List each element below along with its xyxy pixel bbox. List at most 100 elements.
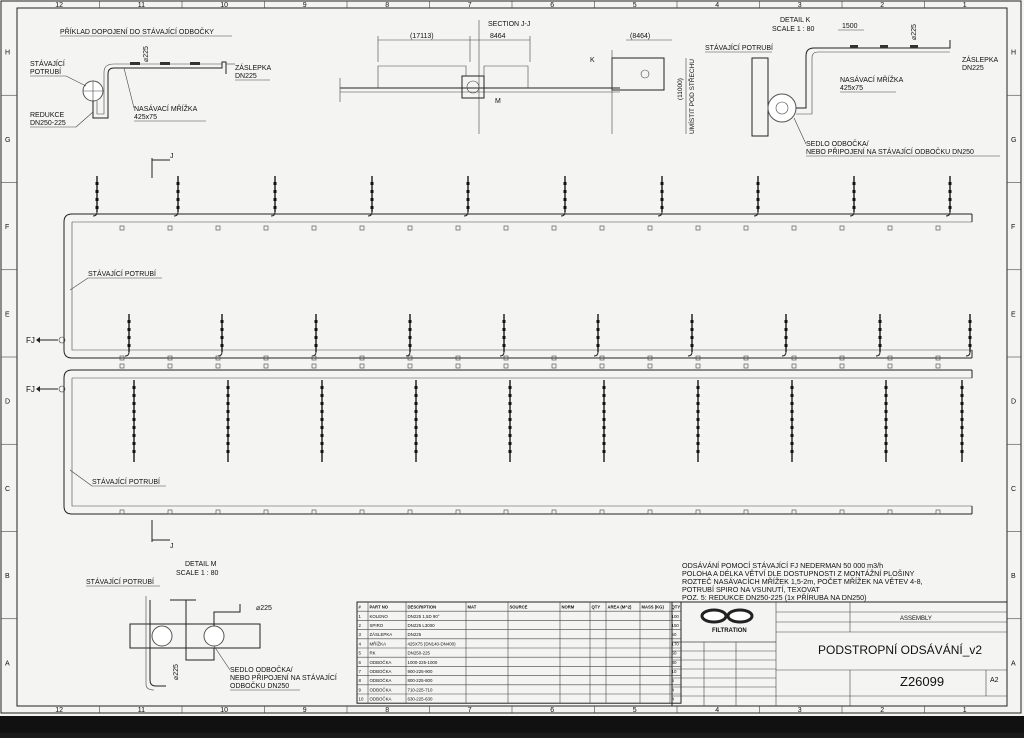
bom-cell: 100 [672, 614, 680, 619]
border-col-label: 4 [715, 2, 719, 9]
border-col-label: 10 [220, 2, 228, 9]
bom-cell: 6 [359, 660, 362, 665]
bom-header-cell: SOURCE [510, 605, 528, 610]
note-line: ODSÁVÁNÍ POMOCÍ STÁVAJÍCÍ FJ NEDERMAN 50… [682, 561, 883, 570]
bom-header-cell: AREA (M^2) [608, 605, 633, 610]
detail-k-cap-l1: ZÁSLEPKA [962, 55, 999, 64]
branch-pipe [560, 176, 567, 217]
section-jj-title: SECTION J-J [488, 21, 530, 28]
detail-k-pipe [796, 40, 951, 109]
drawing-title: PODSTROPNÍ ODSÁVÁNÍ_v2 [818, 642, 982, 657]
bom-cell: SPIRO [370, 623, 384, 628]
branch-pipe [173, 176, 180, 217]
border-col-label: 12 [55, 707, 63, 714]
plan-view: J J STÁVAJÍCÍ POTRUBÍ STÁVAJÍCÍ POTRUBÍ … [26, 153, 973, 550]
branch-pipe [414, 380, 418, 462]
branch-pipe [960, 380, 964, 462]
bom-cell: ODBOČKA [370, 660, 392, 665]
section-vertical-dim: (11000) [677, 78, 684, 100]
bom-cell: 1000-225-1000 [408, 660, 438, 665]
border-col-label: 9 [303, 2, 307, 9]
branch-pipe [124, 314, 131, 357]
detail-m-title: DETAIL M [185, 561, 217, 568]
bom-cell: DN250-225 [408, 651, 431, 656]
existing-pipe-label-top: STÁVAJÍCÍ POTRUBÍ [88, 269, 156, 278]
bom-row: 6 ODBOČKA 1000-225-1000 30 [359, 660, 677, 665]
border-row-label: C [1011, 486, 1016, 493]
company-logo [700, 608, 754, 624]
bom-cell: 50 [672, 651, 677, 656]
border-col-label: 2 [880, 2, 884, 9]
bom-cell: 9 [359, 687, 362, 692]
detail-k-grille-l2: 425x75 [840, 85, 863, 92]
border-col-label: 3 [798, 707, 802, 714]
bom-cell: 630-225-630 [408, 697, 433, 702]
section-jj: SECTION J-J (17113) 8464 M (8464) K (110… [339, 20, 696, 134]
branch-pipe [311, 314, 318, 357]
border-col-label: 6 [550, 2, 554, 9]
border-col-label: 9 [303, 707, 307, 714]
branch-pipe [226, 380, 230, 462]
border-col-label: 11 [138, 707, 145, 714]
branch-pipe [696, 380, 700, 462]
example-title: PŘÍKLAD DOPOJENÍ DO STÁVAJÍCÍ ODBOČKY [60, 27, 214, 36]
detail-m-existing-pipe: STÁVAJÍCÍ POTRUBÍ [86, 577, 154, 586]
bom-cell: 30 [672, 660, 677, 665]
border-row-label: E [1011, 311, 1016, 318]
section-dim-3: (8464) [630, 33, 650, 40]
section-mark-bottom: J [170, 543, 174, 550]
detail-k-grille-l1: NASÁVACÍ MŘÍŽKA [840, 75, 904, 84]
border-row-label: H [1011, 50, 1016, 57]
note-line: POTRUBÍ SPIRO NA VSUNUTÍ, TEXOVAT [682, 585, 820, 594]
branch-pipe [965, 314, 972, 357]
bom-cell: 710-225-710 [408, 687, 433, 692]
border-row-label: G [5, 137, 10, 144]
section-mark-top: J [170, 153, 174, 160]
branch-pipe [367, 176, 374, 217]
bom-header-cell: PART NO [370, 605, 389, 610]
bom-cell: 4 [672, 687, 675, 692]
example-cap-l1: ZÁSLEPKA [235, 63, 272, 72]
branch-pipe [217, 314, 224, 357]
example-reducer-l1: REDUKCE [30, 112, 65, 119]
company-name: FILTRATION [712, 628, 747, 634]
example-pipe-run [92, 61, 227, 119]
border-row-label: A [1011, 660, 1016, 667]
note-line: POLOHA A DÉLKA VĚTVÍ DLE DOSTUPNOSTI Z M… [682, 569, 915, 578]
example-diameter: ⌀225 [143, 46, 150, 62]
bom-cell: 1 [359, 614, 362, 619]
detail-k-title: DETAIL K [780, 17, 811, 24]
bom-cell: 6 [672, 678, 675, 683]
bom-cell: 425X75 (DN140-DN400) [408, 641, 457, 646]
border-col-label: 6 [550, 707, 554, 714]
border-row-label: F [1011, 224, 1015, 231]
graphic-product-name: ASSEMBLY [900, 616, 932, 622]
bom-cell: 7 [359, 669, 362, 674]
section-vertical-text: UMÍSTIT POD STŘECHU [687, 59, 696, 134]
note-line: POZ. 5: REDUKCE DN250-225 (1x PŘÍRUBA NA… [682, 593, 867, 602]
detail-k-scale: SCALE 1 : 80 [772, 26, 815, 33]
border-col-label: 11 [138, 2, 145, 9]
detail-m-diameter: ⌀225 [256, 605, 272, 612]
bom-cell: KOLENO [370, 614, 389, 619]
bom-cell: 8 [359, 678, 362, 683]
detail-k-saddle-l1: SEDLO ODBOČKA/ [806, 139, 869, 148]
example-cap-l2: DN225 [235, 73, 257, 80]
border-col-label: 1 [963, 2, 967, 9]
bom-cell: ODBOČKA [370, 697, 392, 702]
detail-m: DETAIL M SCALE 1 : 80 STÁVAJÍCÍ POTRUBÍ … [86, 561, 337, 691]
bom-header-cell: MASS (KG) [642, 605, 665, 610]
manifold-markers [119, 225, 941, 515]
border-row-label: D [5, 399, 10, 406]
border-row-label: G [1011, 137, 1016, 144]
